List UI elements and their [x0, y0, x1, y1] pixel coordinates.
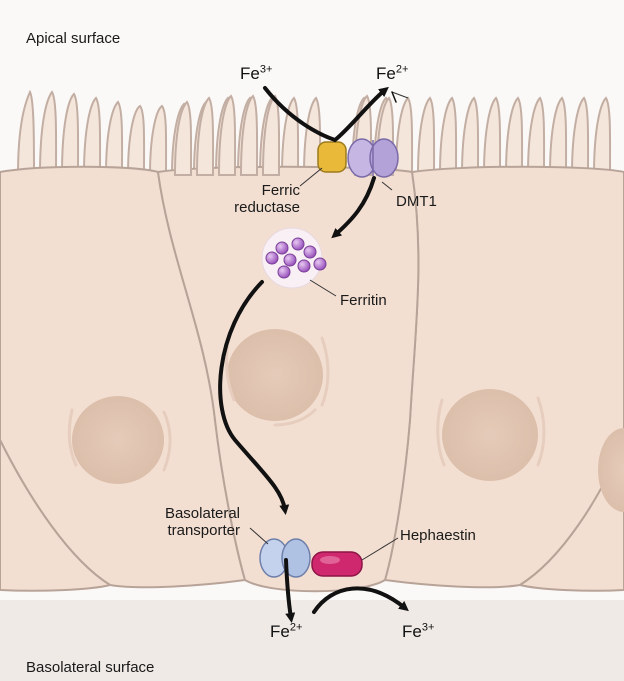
- basal-fe2-ion: Fe2+: [270, 622, 302, 642]
- basolateral-transporter-label: Basolateral transporter: [108, 505, 240, 539]
- hephaestin-label: Hephaestin: [400, 527, 476, 544]
- nucleus-center: [227, 329, 323, 421]
- basolateral-transporter-label-line2: transporter: [108, 522, 240, 539]
- hephaestin-protein: [312, 552, 362, 576]
- basolateral-surface-label: Basolateral surface: [26, 659, 154, 676]
- nucleus-right: [442, 389, 538, 481]
- dmt1-label: DMT1: [396, 193, 437, 210]
- apical-fe2-ion: Fe2+: [376, 64, 408, 84]
- ferric-reductase-protein: [318, 142, 346, 172]
- ferritin-label: Ferritin: [340, 292, 387, 309]
- apical-surface-label: Apical surface: [26, 30, 120, 47]
- basal-fe3-ion: Fe3+: [402, 622, 434, 642]
- ferric-reductase-label: Ferric reductase: [218, 182, 300, 216]
- dmt1-protein: [348, 139, 398, 177]
- basolateral-transporter-label-line1: Basolateral: [108, 505, 240, 522]
- apical-fe3-ion: Fe3+: [240, 64, 272, 84]
- ferric-reductase-label-line1: Ferric: [218, 182, 300, 199]
- ferric-reductase-label-line2: reductase: [218, 199, 300, 216]
- nucleus-left: [72, 396, 164, 484]
